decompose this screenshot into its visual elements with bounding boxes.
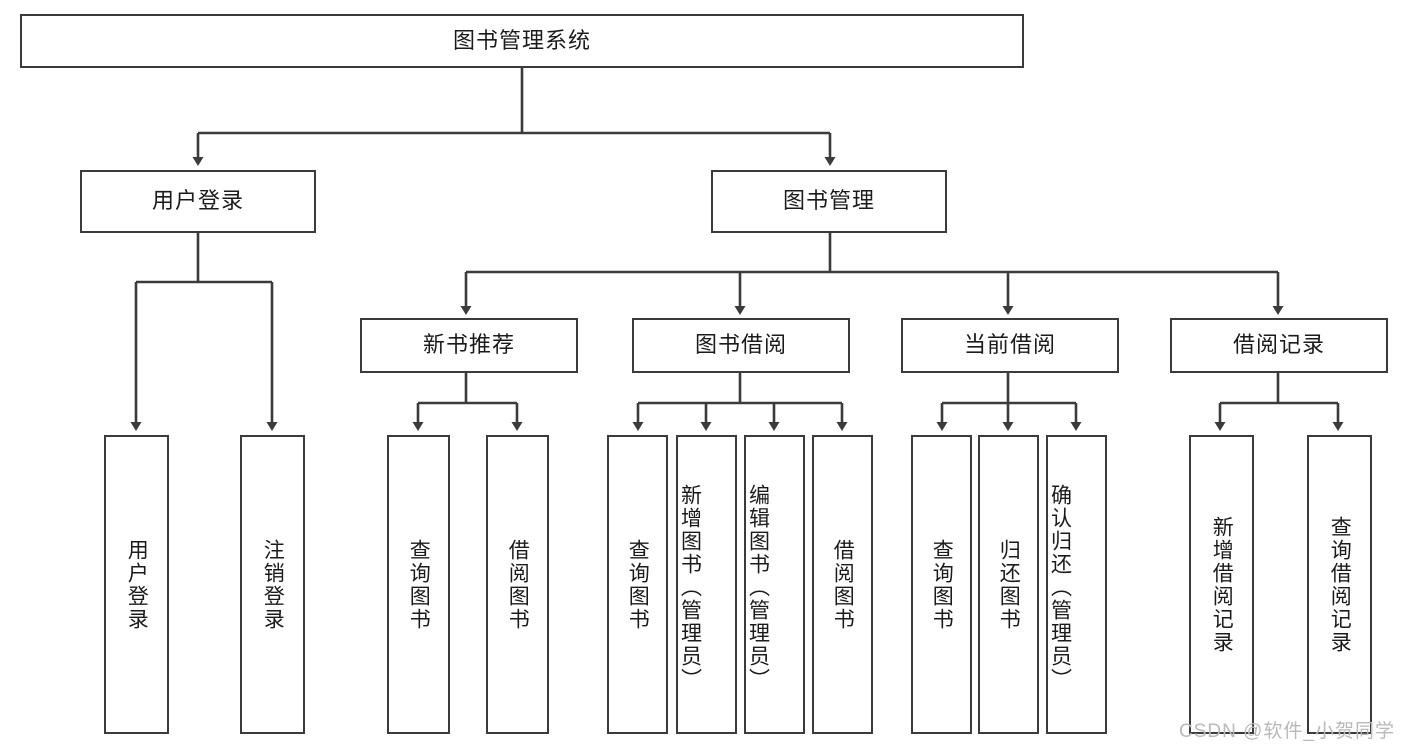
node-label: 查询借阅记录: [1328, 515, 1352, 654]
node-leaf-edit-book-admin[interactable]: 编辑图书（管理员）: [744, 435, 805, 734]
node-leaf-user-login[interactable]: 用户登录: [104, 435, 169, 734]
node-label: 确认归还（管理员）: [1048, 484, 1072, 691]
node-label: 查询图书: [626, 538, 650, 631]
node-borrow-record[interactable]: 借阅记录: [1170, 318, 1388, 373]
node-label: 新增图书（管理员）: [678, 484, 702, 691]
node-new-book-recommend[interactable]: 新书推荐: [360, 318, 578, 373]
node-label: 用户登录: [151, 188, 244, 214]
node-label: 借阅记录: [1232, 332, 1325, 358]
node-label: 当前借阅: [963, 332, 1056, 358]
node-current-borrow[interactable]: 当前借阅: [901, 318, 1119, 373]
node-leaf-borrow-book[interactable]: 借阅图书: [812, 435, 873, 734]
node-user-login[interactable]: 用户登录: [80, 170, 316, 233]
node-leaf-logout[interactable]: 注销登录: [240, 435, 305, 734]
csdn-watermark: CSDN @软件_小贺同学: [1179, 721, 1395, 742]
node-leaf-query-book-current[interactable]: 查询图书: [911, 435, 972, 734]
node-label: 新书推荐: [422, 332, 515, 358]
node-book-management[interactable]: 图书管理: [711, 170, 947, 233]
node-leaf-query-borrow-record[interactable]: 查询借阅记录: [1307, 435, 1372, 734]
node-label: 归还图书: [997, 538, 1021, 631]
node-leaf-confirm-return-admin[interactable]: 确认归还（管理员）: [1046, 435, 1107, 734]
node-leaf-add-borrow-record[interactable]: 新增借阅记录: [1189, 435, 1254, 734]
node-label: 借阅图书: [831, 538, 855, 631]
node-leaf-return-book[interactable]: 归还图书: [978, 435, 1039, 734]
node-label: 查询图书: [407, 538, 431, 631]
node-leaf-add-book-admin[interactable]: 新增图书（管理员）: [676, 435, 737, 734]
node-leaf-query-book-borrow[interactable]: 查询图书: [607, 435, 668, 734]
node-label: 图书管理系统: [452, 27, 591, 53]
node-leaf-query-book-recommend[interactable]: 查询图书: [387, 435, 450, 734]
node-book-borrow[interactable]: 图书借阅: [632, 318, 850, 373]
node-label: 图书管理: [782, 188, 875, 214]
node-label: 编辑图书（管理员）: [746, 484, 770, 691]
node-leaf-borrow-book-recommend[interactable]: 借阅图书: [486, 435, 549, 734]
node-label: 用户登录: [125, 538, 149, 631]
node-root-book-management-system[interactable]: 图书管理系统: [20, 14, 1024, 68]
node-label: 借阅图书: [506, 538, 530, 631]
node-label: 查询图书: [930, 538, 954, 631]
node-label: 图书借阅: [694, 332, 787, 358]
node-label: 注销登录: [261, 538, 285, 631]
node-label: 新增借阅记录: [1210, 515, 1234, 654]
